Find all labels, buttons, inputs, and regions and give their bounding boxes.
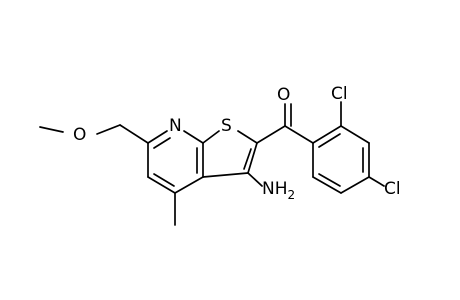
atom-labels: O N S O NH2 Cl Cl	[73, 84, 401, 202]
bond-c2-carbonyl	[256, 125, 286, 144]
bond-ch3-o	[39, 126, 64, 133]
bond-c5p-c6p-double	[318, 173, 341, 187]
bond-n-c7a	[183, 130, 204, 144]
bond-c5p-c6p	[312, 176, 342, 194]
bond-c2-c3	[247, 142, 258, 174]
bond-c3-c3a	[202, 172, 249, 178]
bond-o-ch2	[96, 124, 121, 135]
amino-subscript: 2	[288, 188, 296, 202]
ortho-chlorine-label: Cl	[331, 84, 348, 104]
bond-c1p-c2p-double	[318, 133, 341, 148]
para-chlorine-label: Cl	[384, 179, 401, 199]
bond-c4p-c5p	[340, 176, 370, 194]
bonds	[39, 101, 385, 226]
bond-c6-n	[147, 130, 168, 144]
bond-c4p-cl	[368, 176, 385, 187]
carbonyl-oxygen-label: O	[277, 85, 290, 105]
pyridine-nitrogen-label: N	[169, 116, 182, 136]
bond-c3-nh2	[247, 172, 263, 187]
methoxy-oxygen-label: O	[73, 125, 86, 145]
bond-c1p-c2p	[312, 125, 342, 144]
bond-c7a-s	[202, 130, 220, 144]
bond-ch2-c6	[119, 124, 149, 144]
amino-group-label: NH2	[262, 179, 295, 202]
bond-carbonyl-c1p	[284, 125, 314, 144]
bond-c2-c3-double	[243, 148, 252, 170]
bond-c6-n-double	[153, 137, 171, 149]
thiophene-sulfur-label: S	[221, 116, 232, 136]
bond-c3a-c4	[174, 176, 204, 194]
bond-c4-c5-double	[153, 173, 175, 187]
bond-c2p-c3p	[340, 125, 370, 144]
amino-nh-label: NH	[262, 179, 288, 199]
bond-c4-c5	[147, 176, 176, 194]
bond-s-c2	[237, 130, 258, 144]
